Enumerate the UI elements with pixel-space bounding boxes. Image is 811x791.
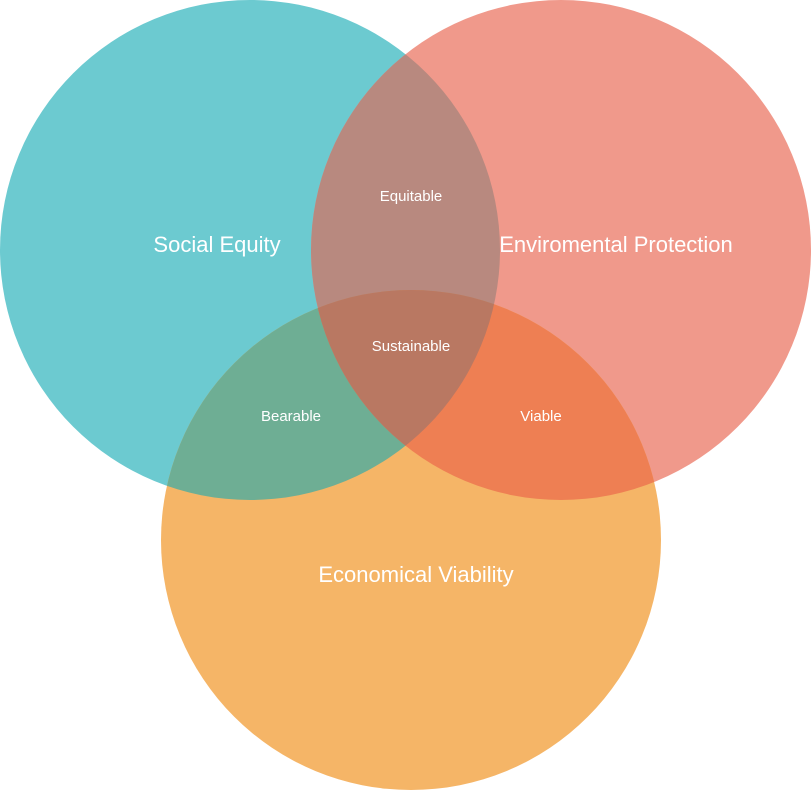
overlap-viable[interactable]: [161, 290, 661, 790]
label-viable: Viable: [520, 408, 561, 425]
label-bearable: Bearable: [261, 408, 321, 425]
label-environmental-protection: Enviromental Protection: [499, 232, 733, 257]
label-equitable: Equitable: [380, 188, 443, 205]
label-social-equity: Social Equity: [153, 232, 280, 257]
overlap-bearable[interactable]: [161, 290, 661, 790]
label-sustainable: Sustainable: [372, 338, 450, 355]
label-economical-viability: Economical Viability: [318, 562, 513, 587]
